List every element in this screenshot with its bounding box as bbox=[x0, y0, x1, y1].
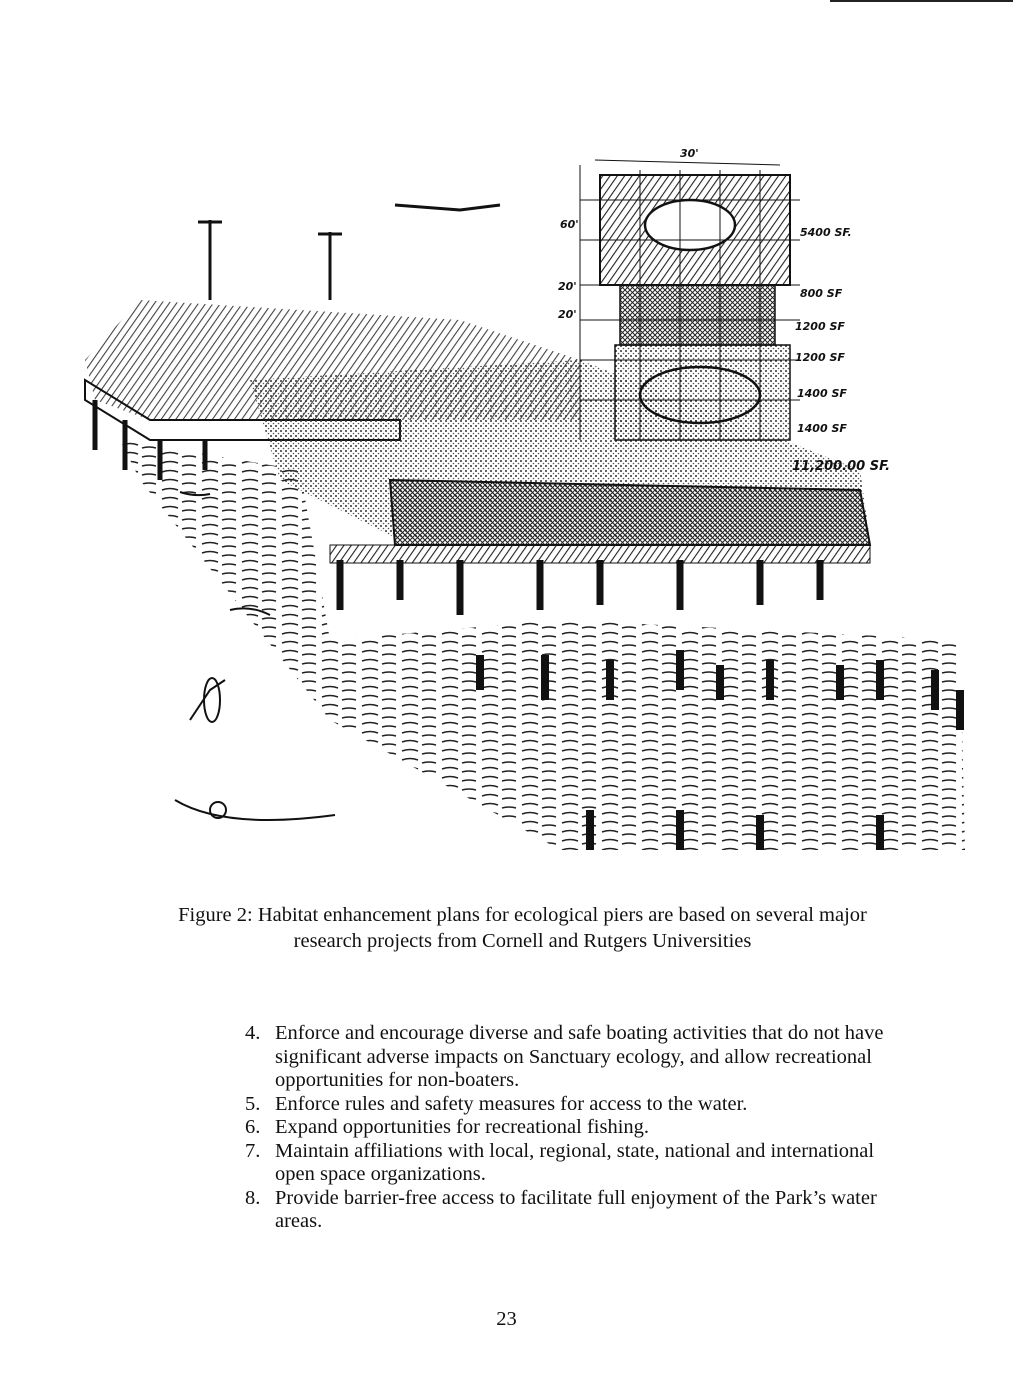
top-edge-line bbox=[830, 0, 1013, 2]
page-number: 23 bbox=[496, 1308, 517, 1330]
list-item: 5. Enforce rules and safety measures for … bbox=[245, 1093, 925, 1117]
svg-text:20': 20' bbox=[558, 280, 577, 293]
distant-boat bbox=[394, 203, 501, 212]
svg-text:1200 SF: 1200 SF bbox=[795, 320, 845, 333]
svg-text:1400 SF: 1400 SF bbox=[797, 387, 847, 400]
list-item-number: 5. bbox=[245, 1092, 261, 1115]
svg-text:60': 60' bbox=[560, 218, 579, 231]
caption-line-1: Figure 2: Habitat enhancement plans for … bbox=[178, 904, 867, 926]
list-item-line: opportunities for non-boaters. bbox=[275, 1069, 520, 1091]
list-item-number: 8. bbox=[245, 1186, 261, 1209]
light-poles bbox=[198, 220, 342, 300]
kayaks bbox=[174, 491, 336, 821]
caption-line-2: research projects from Cornell and Rutge… bbox=[293, 930, 752, 952]
svg-text:1200 SF: 1200 SF bbox=[795, 351, 845, 364]
main-pier-mesh-edge bbox=[388, 478, 872, 546]
list-item-line: Maintain affiliations with local, region… bbox=[275, 1139, 875, 1162]
list-item-number: 6. bbox=[245, 1116, 261, 1138]
svg-text:800 SF: 800 SF bbox=[800, 287, 843, 300]
habitat-pier-sketch: 30' 60' 20' 20' 5400 SF. 800 SF 1200 SF … bbox=[84, 0, 1013, 850]
old-pilings bbox=[476, 650, 964, 850]
list-item-line: Enforce and encourage diverse and safe b… bbox=[275, 1022, 884, 1044]
svg-text:11,200.00 SF.: 11,200.00 SF. bbox=[792, 459, 890, 474]
list-item-line: Enforce rules and safety measures for ac… bbox=[275, 1092, 748, 1115]
objectives-list: 4. Enforce and encourage diverse and safe… bbox=[245, 1022, 925, 1234]
svg-text:1400 SF: 1400 SF bbox=[797, 422, 847, 435]
list-item-number: 4. bbox=[245, 1022, 261, 1044]
list-item-line: open space organizations. bbox=[275, 1163, 486, 1185]
water-area bbox=[120, 440, 965, 850]
plan-annotations: 30' 60' 20' 20' 5400 SF. 800 SF 1200 SF … bbox=[558, 147, 890, 474]
list-item: 8. Provide barrier-free access to facilit… bbox=[245, 1187, 925, 1234]
list-item: 4. Enforce and encourage diverse and safe… bbox=[245, 1022, 925, 1093]
list-item-line: significant adverse impacts on Sanctuary… bbox=[275, 1045, 872, 1068]
list-item-number: 7. bbox=[245, 1139, 261, 1162]
main-pier-pilings bbox=[336, 560, 824, 615]
svg-text:30': 30' bbox=[680, 147, 699, 160]
habitat-plan-grid bbox=[579, 159, 800, 441]
left-pier-pilings bbox=[92, 400, 208, 480]
list-item-line: Provide barrier-free access to facilitat… bbox=[275, 1186, 877, 1209]
svg-text:5400 SF.: 5400 SF. bbox=[800, 226, 852, 239]
list-item-line: Expand opportunities for recreational fi… bbox=[275, 1116, 650, 1138]
svg-text:20': 20' bbox=[558, 308, 577, 321]
list-item: 7. Maintain affiliations with local, regi… bbox=[245, 1140, 925, 1187]
figure-caption: Figure 2: Habitat enhancement plans for … bbox=[140, 902, 905, 954]
list-item-line: areas. bbox=[275, 1210, 323, 1232]
list-item: 6. Expand opportunities for recreational … bbox=[245, 1116, 925, 1140]
